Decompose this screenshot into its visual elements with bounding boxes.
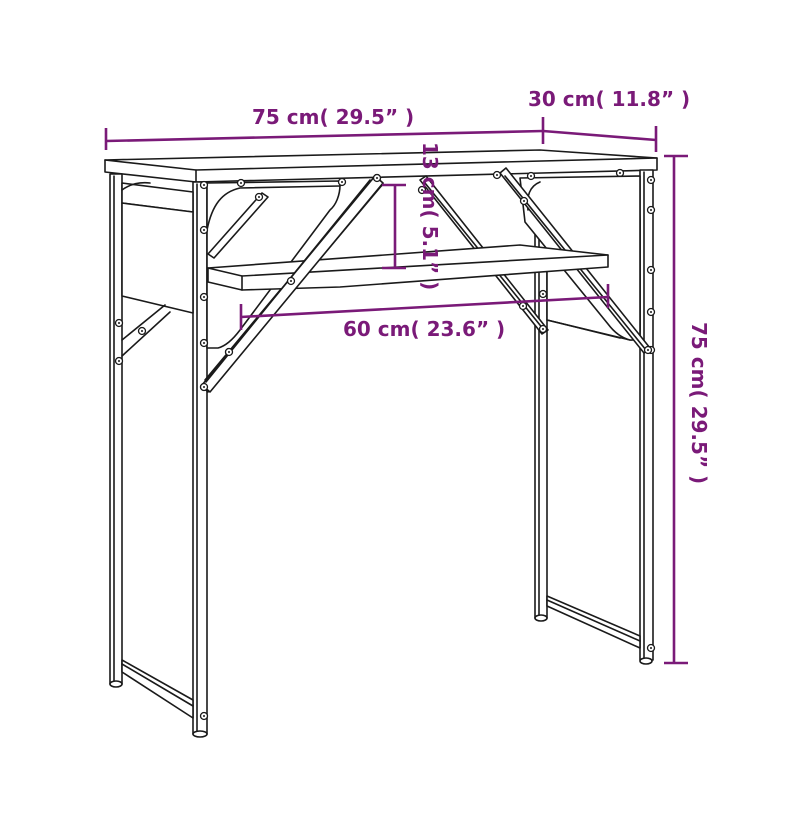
width-dimension: 75 cm( 29.5” ) <box>104 105 544 150</box>
dimension-annotations: 75 cm( 29.5” ) 30 cm( 11.8” ) 75 cm( 29.… <box>104 87 711 665</box>
shelf-gap-dimension: 13 cm( 5.1” ) <box>382 142 442 290</box>
depth-label: 30 cm( 11.8” ) <box>528 87 690 111</box>
left-side-frame <box>109 173 209 738</box>
height-label: 75 cm( 29.5” ) <box>687 322 711 484</box>
width-label: 75 cm( 29.5” ) <box>252 105 414 129</box>
shelf-width-label: 60 cm( 23.6” ) <box>343 317 505 341</box>
shelf-width-dimension: 60 cm( 23.6” ) <box>239 284 610 341</box>
depth-dimension: 30 cm( 11.8” ) <box>528 87 690 152</box>
shelf-gap-label: 13 cm( 5.1” ) <box>418 142 442 290</box>
table-drawing <box>104 149 658 738</box>
height-dimension: 75 cm( 29.5” ) <box>664 154 711 665</box>
shelf <box>207 244 609 291</box>
tabletop <box>104 149 658 183</box>
